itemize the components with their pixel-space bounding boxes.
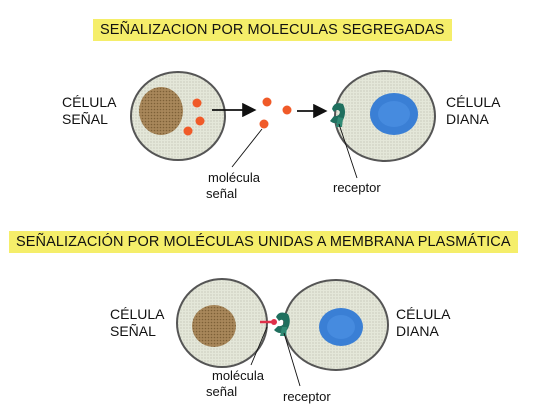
molecule-1-label-line2: señal — [206, 186, 238, 201]
target-cell-2-nucleus-highlight — [327, 315, 355, 339]
signal-cell-2-label-line2: SEÑAL — [110, 323, 156, 339]
secreted-molecule — [192, 98, 202, 108]
signal-molecule — [282, 105, 292, 115]
receptor-2-label: receptor — [283, 389, 331, 404]
section-1-title: SEÑALIZACION POR MOLECULAS SEGREGADAS — [93, 19, 452, 41]
receptor-1-stem — [336, 117, 343, 127]
section-2-title: SEÑALIZACIÓN POR MOLÉCULAS UNIDAS A MEMB… — [9, 231, 518, 253]
signal-cell-2-nucleus — [192, 305, 236, 347]
target-cell-1-label-line1: CÉLULA — [446, 94, 501, 110]
target-cell-2-label-line1: CÉLULA — [396, 306, 451, 322]
molecule-2-label-line1: molécula — [211, 368, 265, 383]
receptor-leader-line-2 — [283, 332, 301, 387]
target-cell-1-label-line2: DIANA — [446, 111, 489, 127]
target-cell-2-label: CÉLULA DIANA — [396, 306, 450, 340]
signal-cell-2-label: CÉLULA SEÑAL — [110, 306, 164, 340]
receptor-leader-line-1 — [338, 123, 358, 179]
molecule-1-label: molécula señal — [198, 170, 270, 202]
signal-cell-1-label-line2: SEÑAL — [62, 111, 108, 127]
molecule-2-label: molécula señal — [198, 368, 278, 400]
secreted-molecule — [183, 126, 193, 136]
molecule-leader-line-2 — [250, 326, 268, 366]
receptor-2-stem — [280, 327, 287, 336]
signal-cell-1-label: CÉLULA SEÑAL — [62, 94, 116, 128]
molecule-1-label-line1: molécula — [207, 170, 261, 185]
signal-molecule — [262, 97, 272, 107]
receptor-1-label: receptor — [333, 180, 381, 195]
molecule-leader-line-1 — [231, 128, 263, 168]
molecule-2-label-line2: señal — [206, 384, 238, 399]
signal-molecule — [259, 119, 269, 129]
signal-cell-2-label-line1: CÉLULA — [110, 306, 165, 322]
membrane-bound-signal-head — [271, 319, 277, 325]
signal-cell-1-label-line1: CÉLULA — [62, 94, 117, 110]
target-cell-1-nucleus-highlight — [378, 101, 410, 127]
signal-cell-1-nucleus — [139, 87, 183, 135]
target-cell-1-label: CÉLULA DIANA — [446, 94, 500, 128]
secreted-molecule — [195, 116, 205, 126]
target-cell-2-label-line2: DIANA — [396, 323, 439, 339]
